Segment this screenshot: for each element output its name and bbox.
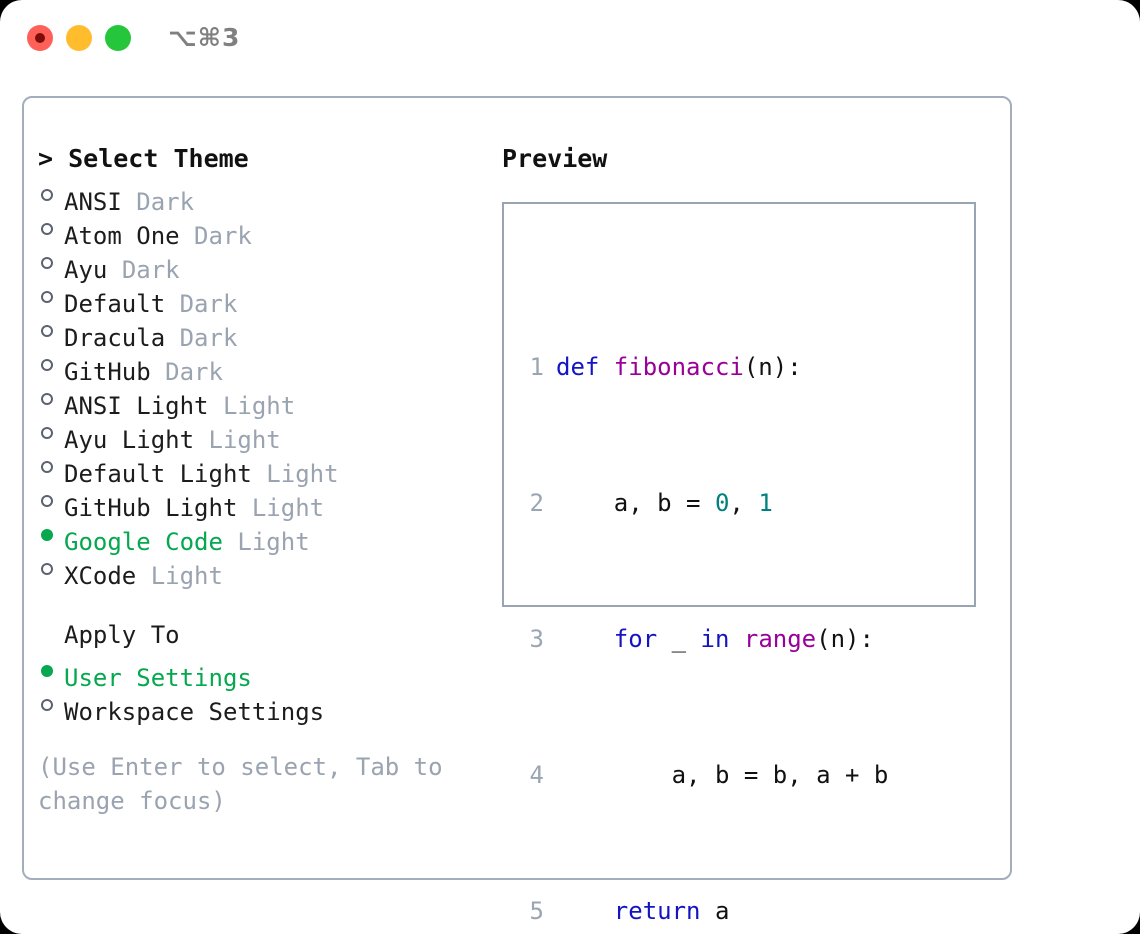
- radio-icon: [38, 210, 64, 244]
- radio-icon: [38, 278, 64, 312]
- apply-to-option-label: User Settings: [64, 664, 252, 692]
- code-token: for: [613, 625, 658, 653]
- code-line: 2 a, b = 0, 1: [520, 486, 917, 520]
- theme-option-label: GitHub Light: [64, 494, 238, 522]
- main-panel: > Select Theme ANSI Dark Atom One Dark A…: [22, 96, 1012, 925]
- theme-option-label: Ayu Light: [64, 426, 195, 454]
- code-token: a, b = b, a + b: [556, 761, 889, 789]
- theme-option-label: ANSI: [64, 188, 122, 216]
- code-token: a, b =: [556, 489, 715, 517]
- theme-option-label: GitHub: [64, 358, 151, 386]
- code-token: (n):: [816, 625, 874, 653]
- theme-option-default-light[interactable]: Default Light Light: [38, 448, 508, 488]
- code-token: _: [657, 625, 701, 653]
- code-token: 1: [758, 489, 773, 517]
- code-line: 5 return a: [520, 894, 917, 928]
- radio-icon: [38, 176, 64, 210]
- apply-to-option-label: Workspace Settings: [64, 698, 325, 726]
- theme-option-variant: Dark: [179, 324, 238, 352]
- line-number: 1: [529, 353, 544, 381]
- line-number: 3: [529, 625, 544, 653]
- theme-option-ayu-light[interactable]: Ayu Light Light: [38, 414, 508, 454]
- apply-to-option-user-settings[interactable]: User Settings: [38, 652, 508, 692]
- theme-option-variant: Dark: [165, 358, 223, 386]
- theme-option-variant: Dark: [136, 188, 195, 216]
- radio-icon: [38, 414, 64, 448]
- theme-option-default[interactable]: Default Dark: [38, 278, 508, 318]
- theme-option-xcode[interactable]: XCode Light: [38, 550, 508, 590]
- theme-option-atom-one[interactable]: Atom One Dark: [38, 210, 508, 250]
- theme-option-label: Default Light: [64, 460, 252, 488]
- keyboard-shortcut-label: ⌥⌘3: [168, 23, 241, 52]
- theme-option-label: Dracula: [64, 324, 166, 352]
- radio-icon: [38, 380, 64, 414]
- radio-icon: [38, 686, 64, 720]
- line-number: 4: [529, 761, 544, 789]
- theme-option-ayu[interactable]: Ayu Dark: [38, 244, 508, 284]
- code-token: fibonacci: [613, 353, 744, 381]
- theme-option-label: Google Code: [64, 528, 223, 556]
- keyboard-hint-text: (Use Enter to select, Tab to change focu…: [38, 753, 458, 815]
- radio-icon: [38, 244, 64, 278]
- code-token: range: [743, 625, 817, 653]
- theme-option-label: XCode: [64, 562, 137, 590]
- traffic-lights: [27, 25, 131, 51]
- apply-to-option-workspace-settings[interactable]: Workspace Settings: [38, 686, 508, 726]
- theme-option-label: ANSI Light: [64, 392, 209, 420]
- radio-icon: [38, 550, 64, 584]
- theme-option-list[interactable]: ANSI Dark Atom One Dark Ayu Dark Default…: [38, 176, 508, 590]
- code-token: in: [700, 625, 730, 653]
- code-line: 4 a, b = b, a + b: [520, 758, 917, 792]
- theme-option-dracula[interactable]: Dracula Dark: [38, 312, 508, 352]
- code-token: a: [700, 897, 730, 925]
- radio-selected-icon: [38, 516, 64, 550]
- code-token: ,: [729, 489, 759, 517]
- select-theme-heading: > Select Theme: [38, 144, 249, 173]
- theme-option-ansi-light[interactable]: ANSI Light Light: [38, 380, 508, 420]
- theme-option-label: Ayu: [64, 256, 108, 284]
- theme-option-variant: Light: [150, 562, 223, 590]
- preview-heading: Preview: [502, 144, 608, 173]
- code-line: 1 def fibonacci(n):: [520, 350, 917, 384]
- code-token: [729, 625, 743, 653]
- code-token: (n):: [743, 353, 802, 381]
- theme-option-variant: Light: [266, 460, 339, 488]
- apply-to-option-list[interactable]: User Settings Workspace Settings: [38, 652, 508, 726]
- theme-option-variant: Light: [208, 426, 281, 454]
- theme-option-ansi[interactable]: ANSI Dark: [38, 176, 508, 216]
- code-token: def: [556, 353, 614, 381]
- line-number: 5: [529, 897, 544, 925]
- title-bar: ⌥⌘3: [0, 0, 1140, 78]
- theme-option-variant: Light: [222, 392, 296, 420]
- theme-option-variant: Dark: [179, 290, 238, 318]
- radio-icon: [38, 312, 64, 346]
- theme-picker-column: > Select Theme ANSI Dark Atom One Dark A…: [38, 142, 508, 818]
- theme-option-variant: Light: [251, 494, 325, 522]
- theme-option-variant: Light: [237, 528, 310, 556]
- code-token: [556, 897, 614, 925]
- close-window-button[interactable]: [27, 25, 53, 51]
- theme-option-variant: Dark: [194, 222, 252, 250]
- theme-option-github-light[interactable]: GitHub Light Light: [38, 482, 508, 522]
- theme-option-github[interactable]: GitHub Dark: [38, 346, 508, 386]
- maximize-window-button[interactable]: [105, 25, 131, 51]
- radio-icon: [38, 482, 64, 516]
- line-number: 2: [529, 489, 544, 517]
- code-token: return: [613, 897, 701, 925]
- code-line: 3 for _ in range(n):: [520, 622, 917, 656]
- code-token: 0: [714, 489, 730, 517]
- theme-option-label: Default: [64, 290, 166, 318]
- theme-option-label: Atom One: [64, 222, 180, 250]
- theme-option-google-code[interactable]: Google Code Light: [38, 516, 508, 556]
- theme-option-variant: Dark: [121, 256, 180, 284]
- code-token: [556, 625, 614, 653]
- minimize-window-button[interactable]: [66, 25, 92, 51]
- radio-icon: [38, 346, 64, 380]
- radio-selected-icon: [38, 652, 64, 686]
- apply-to-heading: Apply To: [64, 621, 180, 649]
- radio-icon: [38, 448, 64, 482]
